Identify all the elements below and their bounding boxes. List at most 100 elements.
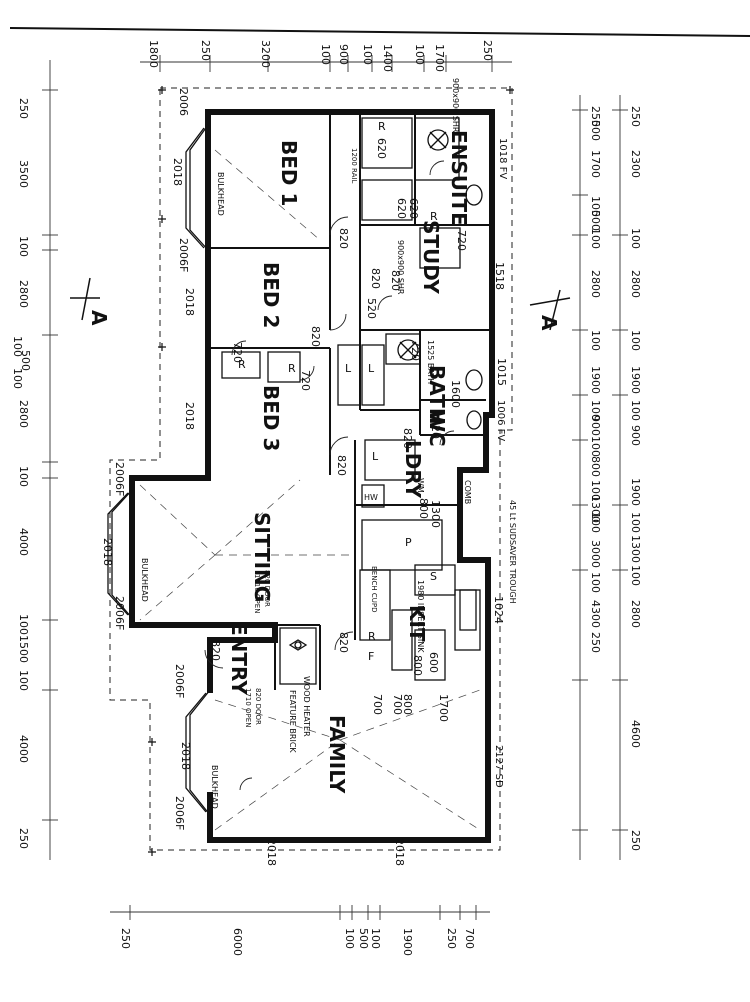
dim-right-outer-6: 100 — [629, 400, 642, 421]
dim-right-inner-18: 4300 — [589, 600, 602, 628]
dim-right-inner-13: 100 — [589, 480, 602, 501]
room-label-bath: BATH — [425, 365, 449, 425]
dim-bottom-2: 100 — [343, 928, 356, 949]
dim-left-0: 250 — [17, 98, 30, 119]
dim-right-inner-17: 100 — [589, 572, 602, 593]
label-robe-2: R — [430, 210, 438, 223]
window-size-0: 2006 — [177, 88, 190, 116]
window-size-10: 2006F — [173, 796, 186, 830]
bay-window-sitting — [111, 489, 133, 619]
window-size-3: 2018 — [183, 288, 196, 316]
note-bench: BENCH CUPD — [370, 566, 378, 612]
dim-top-8: 1700 — [433, 44, 446, 72]
door-size-14: 620 — [395, 198, 408, 219]
window-size-6: 2018 — [101, 538, 114, 566]
note-wc-fv: 1006 FV — [495, 400, 506, 441]
label-robe-3: R — [238, 358, 246, 371]
dim-top-0: 1800 — [147, 40, 160, 68]
dim-right-outer-7: 900 — [629, 425, 642, 446]
dim-right-inner-2: 1700 — [589, 150, 602, 178]
bath-toilet-icon — [465, 369, 483, 391]
note-bath-size: 1525 BATH — [426, 340, 435, 384]
door-size-1: 820 — [309, 326, 322, 347]
dim-left-3: 2800 — [17, 280, 30, 308]
dim-misc-0: 1300 — [429, 500, 442, 528]
dim-right-outer-12: 2800 — [629, 600, 642, 628]
wc-toilet-icon — [466, 410, 482, 430]
dim-right-inner-10: 900 — [589, 415, 602, 436]
room-label-bed1: BED 1 — [277, 140, 301, 206]
note-comb: COMB — [463, 480, 472, 504]
dim-right-inner-4: 500 — [589, 210, 602, 231]
label-fridge: F — [368, 650, 374, 663]
door-size-8: 720 — [231, 342, 244, 363]
note-ensuite-shower: 900x900 SHR — [451, 78, 460, 133]
external-walls — [129, 109, 495, 843]
ensuite-shower-icon — [427, 129, 449, 151]
dim-bottom-4: 100 — [369, 928, 382, 949]
dim-misc-3: 700 — [391, 694, 404, 715]
door-size-11: 720 — [455, 230, 468, 251]
dim-top-7: 100 — [413, 44, 426, 65]
bay-window-bed1 — [189, 124, 209, 251]
door-size-10: 720 — [409, 340, 422, 361]
note-bulkhead-sitting: BULKHEAD — [140, 558, 149, 602]
dim-left-13: 4000 — [17, 735, 30, 763]
dim-misc-8: 1600 — [449, 380, 462, 408]
dim-right-inner-5: 100 — [589, 228, 602, 249]
dim-top-3: 100 — [319, 44, 332, 65]
window-size-14: 2018 — [265, 838, 278, 866]
door-size-3: 820 — [369, 268, 382, 289]
ensuite-toilet-icon — [465, 184, 483, 206]
dim-right-inner-0: 250 — [589, 106, 602, 127]
dim-bottom-0: 250 — [119, 928, 132, 949]
door-size-0: 820 — [337, 228, 350, 249]
eave-line — [109, 87, 513, 851]
window-size-8: 2006F — [173, 664, 186, 698]
dim-bottom-6: 250 — [445, 928, 458, 949]
window-size-12: 1015 — [495, 358, 508, 386]
note-bulkhead-bed1: BULKHEAD — [216, 172, 225, 216]
page-border — [9, 27, 750, 37]
note-sitting-open: 1710 OPEN — [253, 574, 261, 613]
room-label-sitting: SITTING — [250, 512, 274, 602]
section-marker-right — [529, 289, 571, 331]
room-label-study: STUDY — [419, 220, 443, 294]
label-robe-5: R — [368, 630, 376, 643]
sink-icon — [459, 589, 477, 631]
cupboards — [221, 117, 481, 685]
dim-right-inner-6: 2800 — [589, 270, 602, 298]
dim-right-outer-9: 100 — [629, 512, 642, 533]
right-dimension-line-inner — [572, 95, 588, 860]
dim-left-7: 2800 — [17, 400, 30, 428]
dim-misc-5: 1700 — [437, 694, 450, 722]
dim-left-6: 100 — [11, 368, 24, 389]
label-store: S — [430, 570, 437, 583]
window-size-15: 2018 — [393, 838, 406, 866]
dim-left-1: 3500 — [17, 160, 30, 188]
note-entry-door: 820 DOOR — [254, 688, 262, 725]
fixtures — [288, 129, 483, 651]
door-size-4: 820 — [389, 270, 402, 291]
dim-left-10: 100 — [17, 614, 30, 635]
bath-shower-icon — [397, 339, 419, 361]
note-trough: 45 Lt SUDSAVER TROUGH — [508, 500, 517, 604]
door-size-15: 620 — [407, 198, 420, 219]
room-label-ldry: LDRY — [401, 440, 425, 499]
window-size-11: 1518 — [493, 262, 506, 290]
top-dimension-line — [140, 55, 512, 72]
note-sink: 1980 INSERT SINK — [416, 580, 425, 653]
post-markers — [148, 86, 514, 856]
dim-bottom-7: 700 — [463, 928, 476, 949]
dim-right-outer-1: 2300 — [629, 150, 642, 178]
dim-left-9: 4000 — [17, 528, 30, 556]
door-size-5: 820 — [401, 428, 414, 449]
room-label-entry: ENTRY — [227, 622, 251, 695]
door-size-16: 520 — [365, 298, 378, 319]
note-rail: 1200 RAIL — [350, 148, 358, 183]
door-size-13: 620 — [375, 138, 388, 159]
dim-top-1: 250 — [199, 40, 212, 61]
door-swings — [204, 160, 455, 791]
